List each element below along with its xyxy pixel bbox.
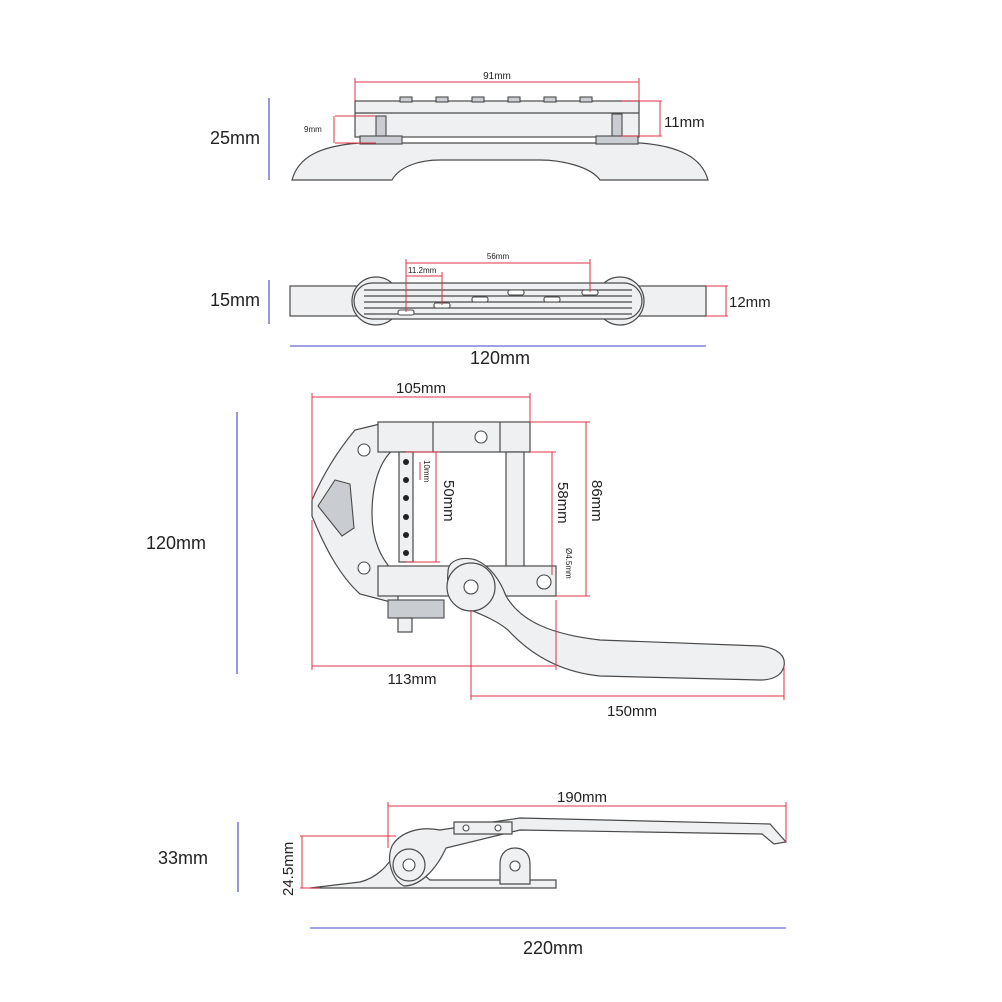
- base-plate: [291, 142, 709, 181]
- view-side-bottom: 190mm 24.5mm 33mm 220mm: [158, 789, 788, 958]
- dim-120mm-bridge: 120mm: [470, 348, 530, 368]
- side-arm: [389, 817, 788, 887]
- dim-113mm: 113mm: [388, 671, 437, 688]
- dim-hole-4-5mm: Ø4.5mm: [564, 548, 573, 579]
- stud-right: [611, 113, 623, 139]
- view-plan: 105mm 50mm 10mm 58mm 86mm Ø4.5mm 113mm 1…: [146, 380, 785, 720]
- dim-91mm: 91mm: [483, 71, 511, 82]
- dim-11mm: 11mm: [664, 114, 705, 131]
- bridge-saddle-plate: [353, 282, 643, 320]
- dim-50mm: 50mm: [440, 480, 457, 522]
- stud-left: [375, 115, 387, 139]
- dim-12mm: 12mm: [729, 294, 771, 311]
- dim-120mm-plan: 120mm: [146, 533, 206, 553]
- dim-11-2mm: 11.2mm: [408, 266, 437, 275]
- horseshoe-frame: [311, 423, 399, 605]
- dim-25mm: 25mm: [210, 128, 260, 148]
- dim-86mm: 86mm: [588, 480, 605, 522]
- pin-row: [403, 459, 409, 556]
- dim-150mm: 150mm: [607, 703, 657, 720]
- bridge-bar: [354, 100, 640, 138]
- dim-9mm: 9mm: [304, 125, 322, 134]
- dim-24-5mm: 24.5mm: [280, 842, 297, 896]
- dim-58mm: 58mm: [554, 482, 571, 524]
- dim-220mm: 220mm: [523, 938, 583, 958]
- right-post: [505, 451, 525, 569]
- dim-56mm: 56mm: [487, 252, 510, 261]
- dim-15mm: 15mm: [210, 290, 260, 310]
- dim-105mm: 105mm: [396, 380, 446, 397]
- top-bar: [377, 421, 531, 453]
- view-side-top: 91mm 9mm 11mm 25mm: [210, 71, 709, 181]
- dim-33mm: 33mm: [158, 848, 208, 868]
- dim-10mm: 10mm: [422, 460, 431, 483]
- dim-190mm: 190mm: [557, 789, 607, 806]
- side-base: [309, 851, 557, 889]
- view-bridge: 56mm 11.2mm 12mm 15mm 120mm: [210, 252, 771, 368]
